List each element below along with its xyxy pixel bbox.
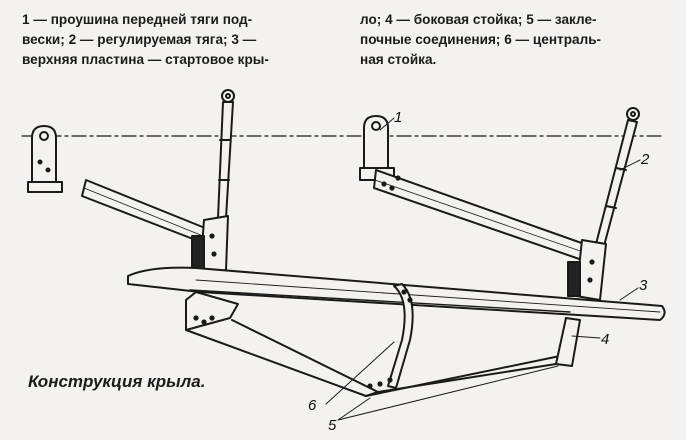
left-adjustable-strut [217,89,235,219]
right-adjustable-strut [595,107,640,247]
callout-4: 4 [601,331,609,348]
figure-title: Конструкция крыла. [28,372,206,391]
right-side-post [567,239,607,301]
left-batten [81,179,211,245]
callout-2: 2 [640,151,650,168]
caption-line: ная стойка. [360,52,437,67]
callout-3: 3 [639,277,648,294]
caption-line: верхняя пластина — стартовое кры- [22,52,269,67]
upper-plate [127,266,666,321]
caption-line: вески; 2 — регулируемая тяга; 3 — [22,32,257,47]
callout-leaders [325,117,641,421]
caption-line: почные соединения; 6 — централь- [360,32,602,47]
caption-line: ло; 4 — боковая стойка; 5 — закле- [360,12,597,27]
callout-6: 6 [308,397,317,414]
left-front-eyelet [27,125,63,193]
central-post [387,283,414,389]
right-batten [373,169,591,263]
lower-frame [185,291,581,397]
caption-column-left: 1 — проушина передней тяги под- вески; 2… [22,10,340,70]
callout-1: 1 [394,109,402,126]
caption-column-right: ло; 4 — боковая стойка; 5 — закле- почны… [360,10,672,70]
callout-5: 5 [328,417,337,434]
caption-line: 1 — проушина передней тяги под- [22,12,253,27]
